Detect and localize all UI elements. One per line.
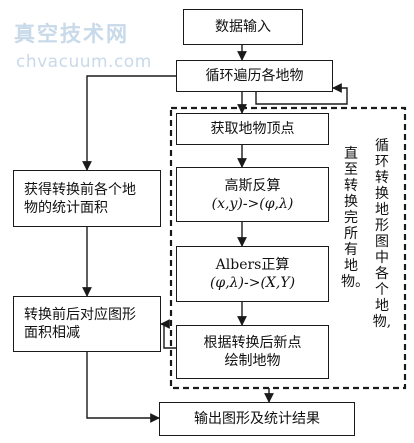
subtract-line-2: 面积相减 [24,325,80,341]
node-get-vertices: 获取地物顶点 [176,113,329,145]
loop-note-col-a: 循环转换地形图中各个地物, [372,138,392,330]
arrow-loop-to-area [82,75,176,171]
node-albers-forward: Albers正算 (φ,λ)->(X,Y) [176,246,329,302]
watermark-en: chvacuum.com [16,52,152,72]
gauss-title: 高斯反算 [224,177,281,194]
subtract-line-1: 转换前后对应图形 [24,307,136,323]
redraw-line-1: 根据转换后新点 [203,335,302,351]
loop-note-col-b: 直至转换完所有地物。 [341,146,369,290]
albers-formula: (φ,λ)->(X,Y) [209,275,296,291]
arrow-loop-back [255,83,348,105]
redraw-line-2: 绘制地物 [224,353,281,369]
node-output: 输出图形及统计结果 [159,402,355,436]
node-redraw: 根据转换后新点 绘制地物 [176,325,329,379]
arrow-subtract-to-output [86,352,160,423]
node-data-input: 数据输入 [183,9,303,45]
area-before-line-1: 获得转换前各个地 [24,181,136,198]
gauss-formula: (x,y)->(φ,λ) [211,195,294,212]
node-area-subtract: 转换前后对应图形 面积相减 [13,296,161,352]
area-before-line-2: 物的统计面积 [24,199,108,216]
watermark-cn: 真空技术网 [14,22,129,46]
arrow-redraw-to-subtract [160,319,176,349]
albers-title: Albers正算 [215,257,290,273]
node-gauss-inverse: 高斯反算 (x,y)->(φ,λ) [176,167,329,222]
node-area-before: 获得转换前各个地 物的统计面积 [13,170,161,227]
node-loop-features: 循环遍历各地物 [176,60,333,92]
loop-region-dashed [169,106,407,390]
